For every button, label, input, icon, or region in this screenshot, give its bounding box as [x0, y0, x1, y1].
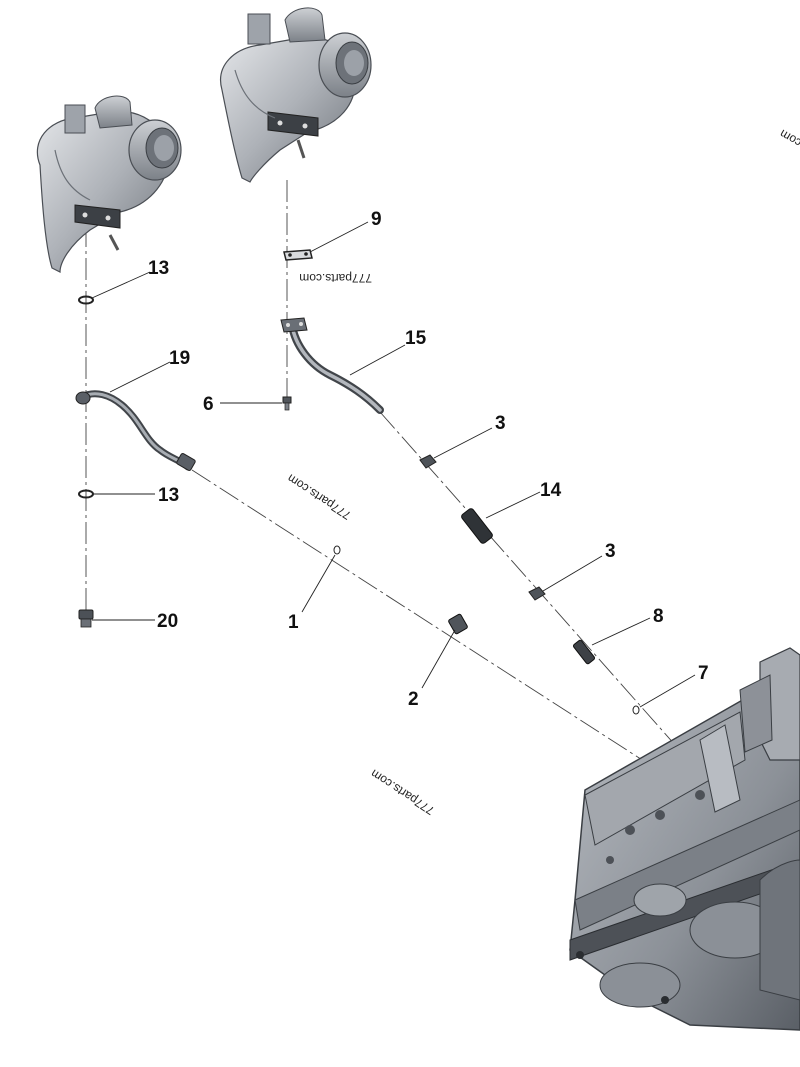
hose-14 [461, 508, 493, 544]
leader-1 [301, 554, 336, 613]
watermark-1: 777parts.com [299, 271, 372, 285]
callout-13-lower: 13 [158, 485, 179, 506]
callout-14: 14 [540, 480, 562, 501]
watermark-4: com [777, 127, 800, 150]
oil-return-axis-line [191, 469, 721, 811]
oil-feed-axis-line [379, 411, 716, 791]
leader-14 [485, 491, 541, 519]
leader-15 [349, 344, 406, 376]
callout-15: 15 [405, 328, 427, 349]
callout-19: 19 [169, 348, 190, 369]
callout-7: 7 [698, 663, 709, 684]
leader-8 [591, 617, 651, 646]
leader-3b [542, 555, 603, 592]
callout-6: 6 [203, 394, 214, 415]
watermark-2: 777parts.com [285, 471, 354, 522]
leader-9 [309, 221, 369, 253]
leader-3a [433, 427, 493, 459]
callout-20: 20 [157, 611, 178, 632]
callout-3-upper: 3 [495, 413, 506, 434]
callout-3-lower: 3 [605, 541, 616, 562]
callout-8: 8 [653, 606, 664, 627]
turbocharger-center [220, 7, 372, 183]
leader-7 [639, 674, 696, 708]
leader-13a [91, 271, 151, 299]
turbocharger-left [36, 95, 182, 273]
fitting-8 [572, 639, 596, 665]
tube-15 [280, 317, 384, 414]
fitting-3-lower [528, 586, 546, 601]
centre-lines [85, 180, 721, 811]
engine-block [569, 647, 800, 1031]
bolt-20 [78, 609, 94, 628]
leader-2 [421, 629, 456, 689]
callout-leaders [91, 221, 696, 708]
adapter-2 [448, 613, 468, 635]
callout-labels: 13 13 20 19 6 9 15 3 14 3 8 7 1 2 [148, 209, 709, 710]
gasket-9 [283, 249, 313, 261]
o-ring-13-upper [78, 295, 94, 305]
ring-1 [333, 545, 341, 555]
callout-13-upper: 13 [148, 258, 169, 279]
callout-2: 2 [408, 689, 419, 710]
ring-7 [632, 705, 640, 715]
bolt-6 [282, 396, 292, 411]
callout-1: 1 [288, 612, 299, 633]
leader-19 [109, 361, 171, 393]
watermark-3: 777parts.com [368, 766, 437, 817]
callout-9: 9 [371, 209, 382, 230]
tube-19 [75, 390, 196, 471]
fitting-3-upper [419, 454, 437, 469]
